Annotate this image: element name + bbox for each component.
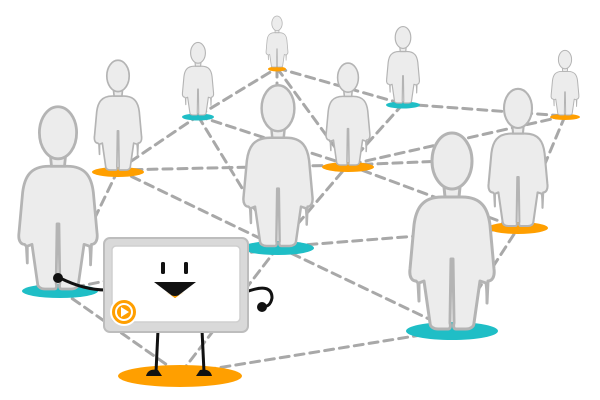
person-silhouette-icon — [550, 49, 580, 116]
base-teal — [386, 101, 420, 109]
person-silhouette-icon — [242, 84, 314, 248]
person-silhouette-icon — [265, 15, 289, 68]
person-silhouette-icon — [487, 87, 549, 228]
video-player-mascot-icon — [53, 237, 274, 376]
person-silhouette-icon — [17, 105, 99, 291]
person-silhouette-icon — [181, 41, 215, 116]
base-teal — [242, 241, 314, 255]
base-orange — [92, 167, 144, 177]
person-silhouette-icon — [93, 59, 143, 171]
person-silhouette-icon — [385, 25, 421, 104]
base-orange — [322, 162, 374, 172]
play-icon — [110, 298, 138, 326]
base-teal — [406, 322, 498, 340]
base-orange — [118, 365, 242, 387]
base-orange — [550, 114, 580, 120]
base-orange — [488, 222, 548, 234]
base-teal — [182, 113, 214, 121]
base-orange — [268, 66, 286, 72]
